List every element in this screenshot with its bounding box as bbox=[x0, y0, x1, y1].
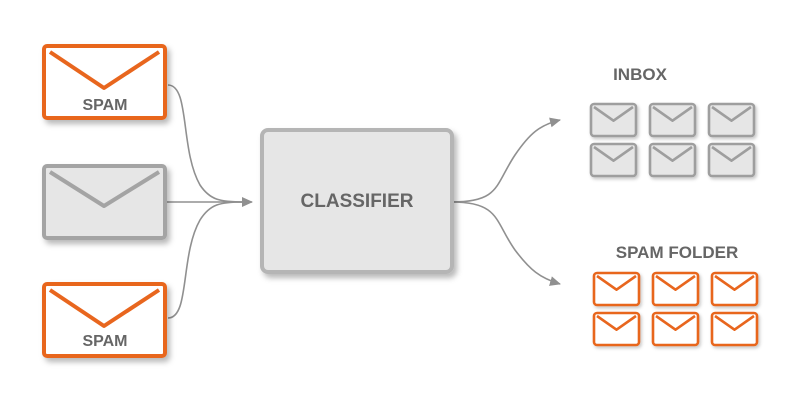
spam-folder-envelope-icon bbox=[710, 271, 759, 307]
spam-folder-envelope-icon bbox=[651, 271, 700, 307]
inbox-envelope-grid bbox=[589, 102, 756, 178]
connectors bbox=[167, 84, 561, 319]
connector-classifier-to-spam-folder bbox=[451, 201, 561, 286]
input-spam-email: SPAM bbox=[42, 282, 167, 358]
envelope-icon bbox=[48, 288, 161, 328]
inbox-envelope-icon bbox=[648, 102, 697, 138]
input-spam-email: SPAM bbox=[42, 44, 167, 120]
spam-folder-envelope-icon bbox=[651, 311, 700, 347]
classifier-box: CLASSIFIER bbox=[260, 128, 454, 274]
input-normal-email bbox=[42, 164, 167, 240]
inbox-envelope-icon bbox=[707, 142, 756, 178]
spam-folder-label: SPAM FOLDER bbox=[616, 243, 738, 262]
inbox-envelope-icon bbox=[707, 102, 756, 138]
envelope-icon bbox=[48, 50, 161, 90]
inbox-label: INBOX bbox=[613, 65, 668, 84]
connector-spam-bottom-to-classifier bbox=[167, 201, 245, 319]
spam-folder-envelope-icon bbox=[592, 311, 641, 347]
envelope-icon bbox=[48, 170, 161, 208]
connector-spam-top-to-classifier bbox=[167, 84, 245, 203]
input-spam-label: SPAM bbox=[82, 333, 127, 350]
spam-folder-envelope-icon bbox=[710, 311, 759, 347]
spam-folder-envelope-grid bbox=[592, 271, 759, 347]
input-spam-label: SPAM bbox=[82, 97, 127, 114]
classifier-label: CLASSIFIER bbox=[301, 191, 414, 212]
connector-classifier-to-inbox bbox=[451, 117, 561, 203]
spam-folder-envelope-icon bbox=[592, 271, 641, 307]
inbox-envelope-icon bbox=[589, 102, 638, 138]
inbox-envelope-icon bbox=[589, 142, 638, 178]
inbox-envelope-icon bbox=[648, 142, 697, 178]
